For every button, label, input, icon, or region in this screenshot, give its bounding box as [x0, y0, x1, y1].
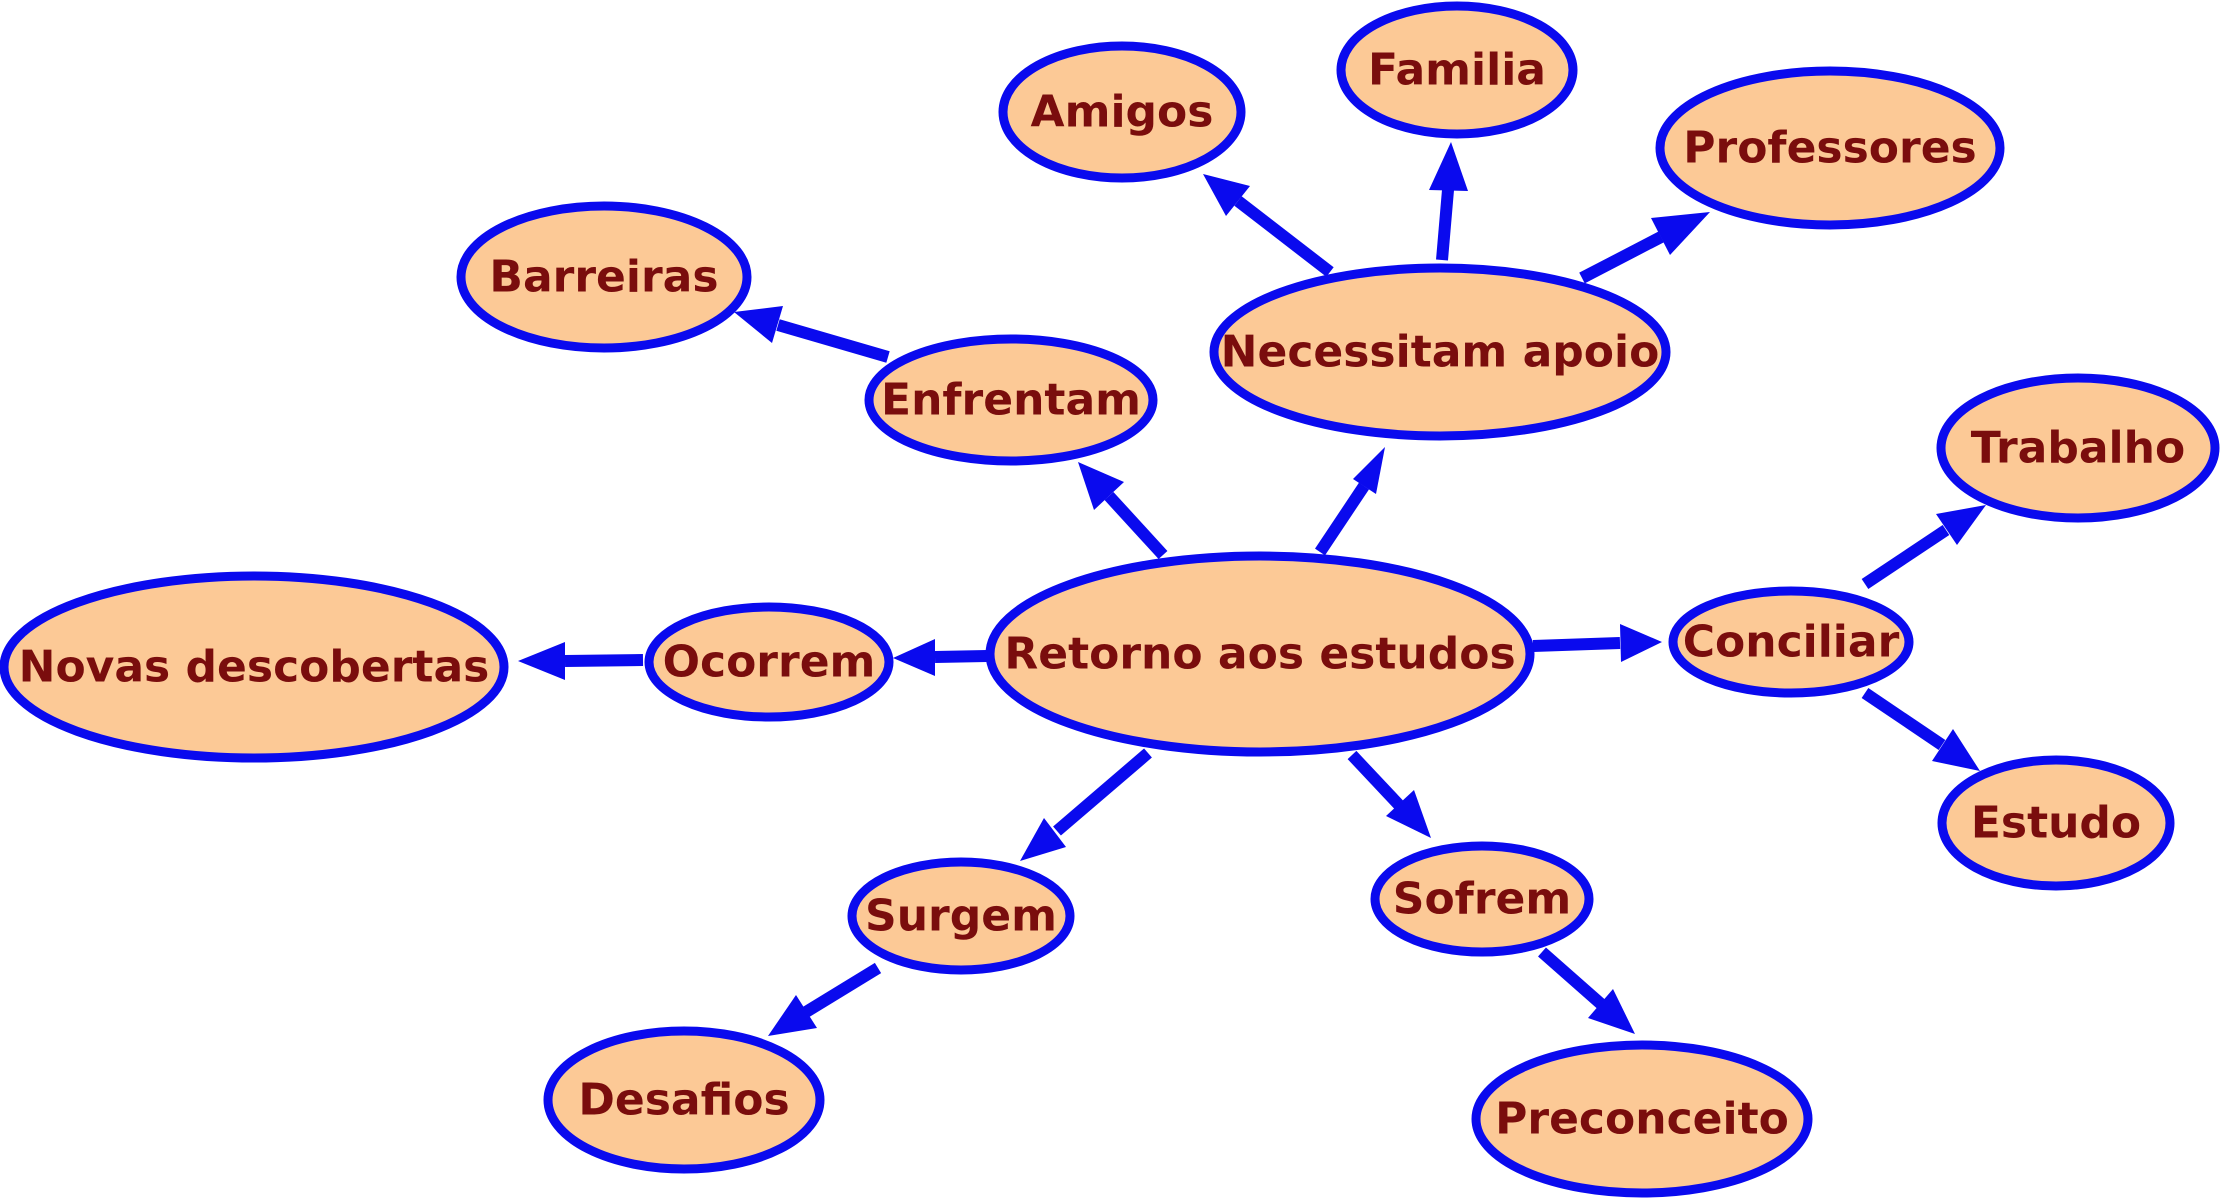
- node-label-ocorrem: Ocorrem: [663, 637, 876, 688]
- edges-layer: [518, 142, 1986, 1036]
- node-label-familia: Familia: [1368, 45, 1546, 96]
- node-conciliar[interactable]: Conciliar: [1668, 586, 1914, 698]
- edge-retorno-conciliar: [1532, 624, 1662, 662]
- node-ocorrem[interactable]: Ocorrem: [644, 602, 894, 722]
- node-label-amigos: Amigos: [1031, 87, 1214, 138]
- node-label-conciliar: Conciliar: [1683, 617, 1900, 668]
- edge-necessitam-professores: [1579, 212, 1710, 284]
- node-label-surgem: Surgem: [865, 891, 1057, 942]
- node-novas[interactable]: Novas descobertas: [0, 571, 509, 763]
- node-amigos[interactable]: Amigos: [998, 41, 1246, 183]
- node-label-sofrem: Sofrem: [1393, 874, 1571, 925]
- node-retorno[interactable]: Retorno aos estudos: [985, 551, 1535, 757]
- node-preconceito[interactable]: Preconceito: [1471, 1040, 1813, 1198]
- node-label-professores: Professores: [1683, 123, 1977, 174]
- node-label-estudo: Estudo: [1971, 798, 2141, 849]
- node-estudo[interactable]: Estudo: [1937, 755, 2175, 891]
- edge-sofrem-preconceito: [1538, 947, 1635, 1034]
- node-familia[interactable]: Familia: [1336, 1, 1578, 139]
- node-label-trabalho: Trabalho: [1971, 423, 2185, 474]
- edge-retorno-necessitam: [1315, 447, 1385, 556]
- edge-enfrentam-barreiras: [734, 306, 890, 363]
- node-label-retorno: Retorno aos estudos: [1004, 629, 1515, 680]
- node-label-novas: Novas descobertas: [19, 642, 490, 693]
- node-label-barreiras: Barreiras: [489, 252, 718, 303]
- edge-retorno-enfrentam: [1078, 462, 1168, 560]
- node-label-desafios: Desafios: [578, 1075, 789, 1126]
- node-desafios[interactable]: Desafios: [543, 1026, 825, 1174]
- node-enfrentam[interactable]: Enfrentam: [864, 334, 1158, 466]
- node-necessitam[interactable]: Necessitam apoio: [1209, 263, 1671, 441]
- node-label-enfrentam: Enfrentam: [881, 375, 1141, 426]
- edge-necessitam-amigos: [1203, 174, 1334, 277]
- node-sofrem[interactable]: Sofrem: [1370, 841, 1594, 957]
- edge-retorno-surgem: [1020, 748, 1152, 861]
- node-surgem[interactable]: Surgem: [847, 857, 1075, 975]
- node-barreiras[interactable]: Barreiras: [456, 201, 752, 353]
- edge-conciliar-trabalho: [1861, 505, 1986, 589]
- node-label-preconceito: Preconceito: [1495, 1094, 1789, 1145]
- edge-conciliar-estudo: [1861, 688, 1980, 771]
- node-label-necessitam: Necessitam apoio: [1221, 327, 1660, 378]
- node-professores[interactable]: Professores: [1655, 66, 2005, 230]
- edge-ocorrem-novas: [518, 642, 644, 680]
- node-trabalho[interactable]: Trabalho: [1936, 373, 2220, 523]
- edge-necessitam-familia: [1429, 142, 1468, 261]
- edge-retorno-ocorrem: [893, 639, 988, 676]
- edge-retorno-sofrem: [1347, 750, 1431, 838]
- edge-surgem-desafios: [768, 962, 882, 1036]
